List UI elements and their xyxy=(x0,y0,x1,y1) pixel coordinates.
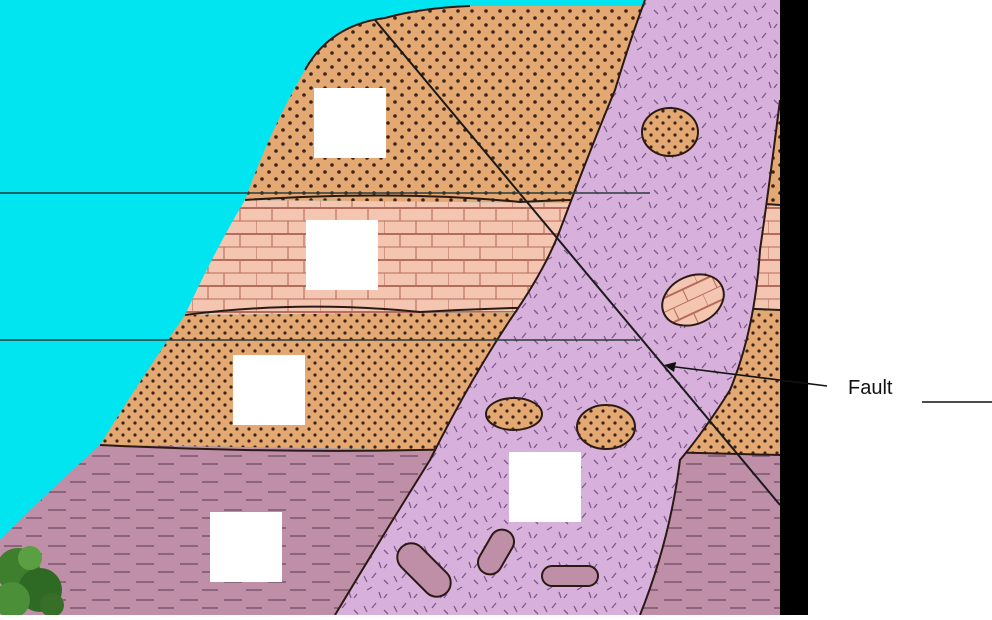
frame-bar xyxy=(780,0,808,615)
xenolith-shale-3 xyxy=(542,566,598,586)
fault-label: Fault xyxy=(848,377,893,399)
layer-4-box[interactable] xyxy=(210,512,282,582)
intrusion-box[interactable] xyxy=(509,452,581,522)
rock-layers xyxy=(0,0,780,615)
layer-1-box[interactable] xyxy=(314,88,386,158)
layer-2-box[interactable] xyxy=(306,220,378,290)
layer-3-box[interactable] xyxy=(233,355,305,425)
